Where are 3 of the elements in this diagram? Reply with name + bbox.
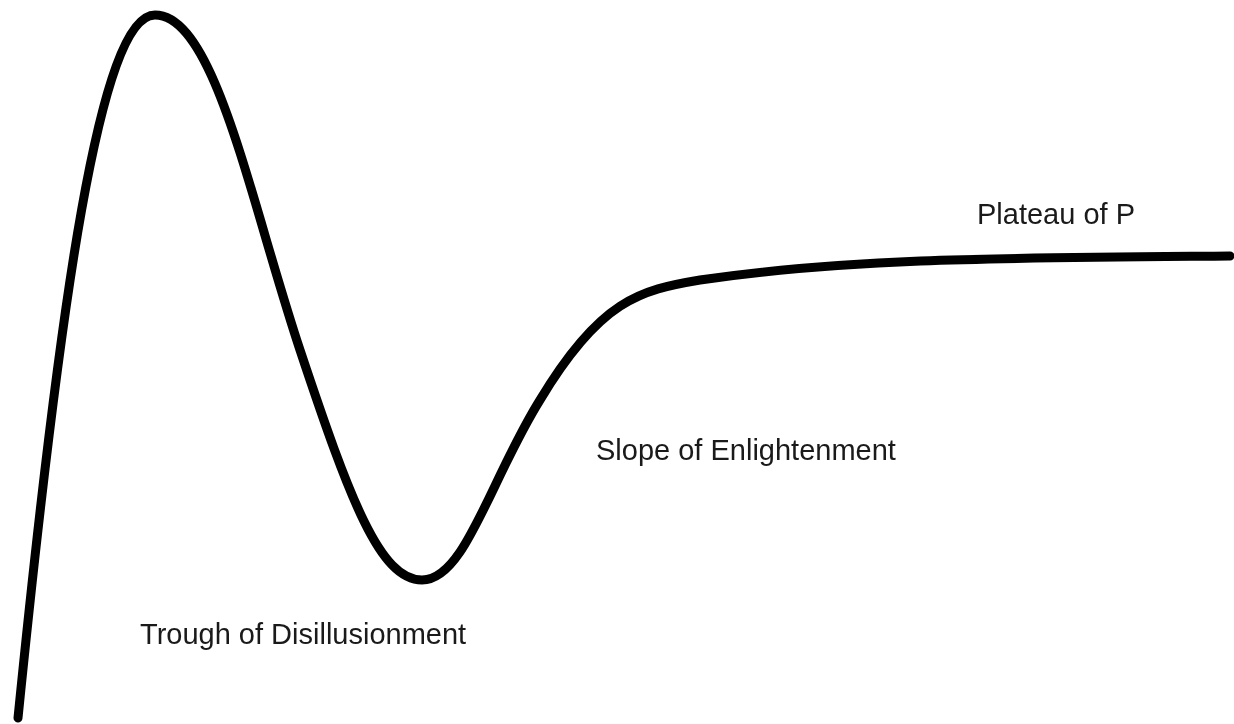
- phase-label: Trough of Disillusionment: [140, 617, 467, 652]
- phase-label: Slope of Enlightenment: [596, 433, 896, 468]
- phase-label: Plateau of P: [977, 197, 1135, 232]
